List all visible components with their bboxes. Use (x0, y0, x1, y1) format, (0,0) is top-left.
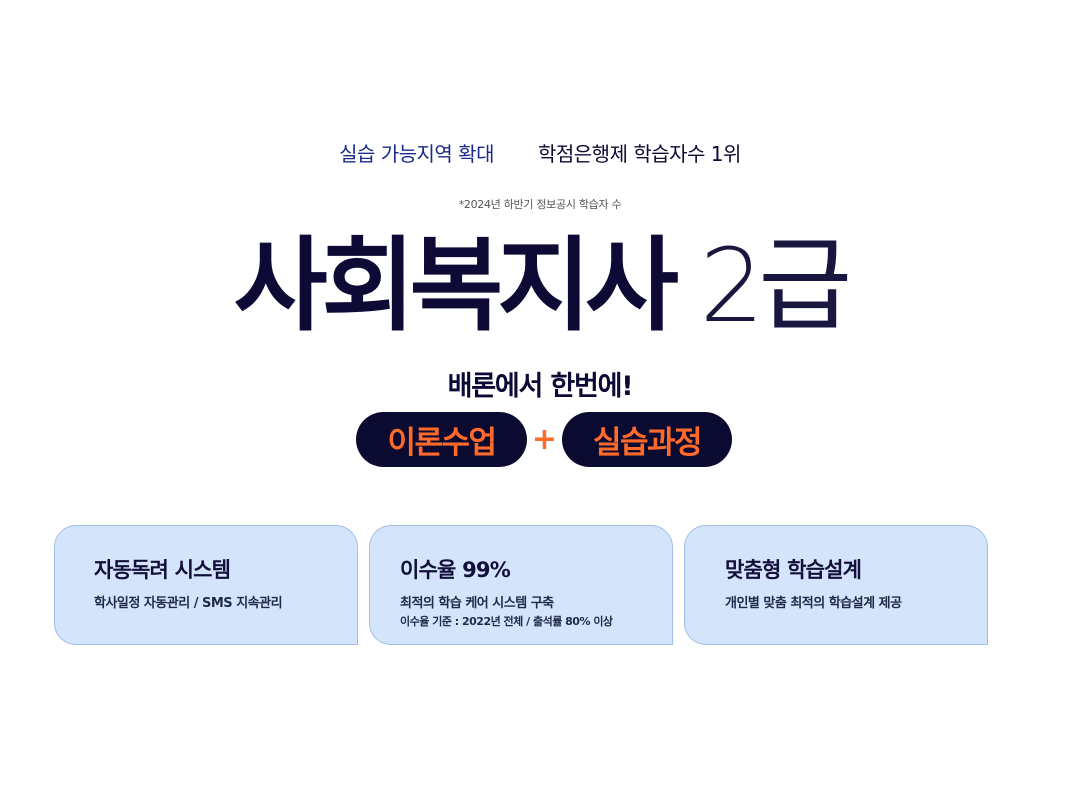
footnote: *2024년 하반기 정보공시 학습자 수 (458, 198, 622, 211)
pill-practice: 실습과정 (562, 412, 732, 467)
top-highlights: 실습 가능지역 확대 학점은행제 학습자수 1위 (0, 138, 1080, 167)
highlight-rank: 학점은행제 학습자수 1위 (537, 142, 741, 166)
feature-card-completion-rate: 이수율 99% 최적의 학습 케어 시스템 구축 이수율 기준 : 2022년 … (369, 525, 673, 645)
card-title: 맞춤형 학습설계 (725, 558, 862, 582)
card-note: 이수율 기준 : 2022년 전체 / 출석률 80% 이상 (400, 615, 613, 628)
feature-card-custom-plan: 맞춤형 학습설계 개인별 맞춤 최적의 학습설계 제공 (684, 525, 988, 645)
card-title: 자동독려 시스템 (94, 558, 231, 582)
hero-title: 사회복지사 2급 (0, 228, 1080, 346)
highlight-region-expansion: 실습 가능지역 확대 (339, 142, 494, 166)
feature-cards: 자동독려 시스템 학사일정 자동관리 / SMS 지속관리 이수율 99% 최적… (54, 525, 988, 645)
pill-theory: 이론수업 (356, 412, 527, 467)
subtitle: 배론에서 한번에! (447, 371, 634, 402)
hero-title-main: 사회복지사 (233, 227, 679, 346)
course-pills: 이론수업 + 실습과정 (356, 412, 732, 467)
feature-card-auto-reminder: 자동독려 시스템 학사일정 자동관리 / SMS 지속관리 (54, 525, 358, 645)
card-description: 학사일정 자동관리 / SMS 지속관리 (94, 596, 283, 611)
card-description: 개인별 맞춤 최적의 학습설계 제공 (725, 596, 902, 611)
card-description: 최적의 학습 케어 시스템 구축 (400, 596, 554, 611)
card-title: 이수율 99% (400, 558, 511, 582)
plus-sign: + (531, 422, 558, 457)
hero-title-grade: 2급 (699, 227, 852, 346)
